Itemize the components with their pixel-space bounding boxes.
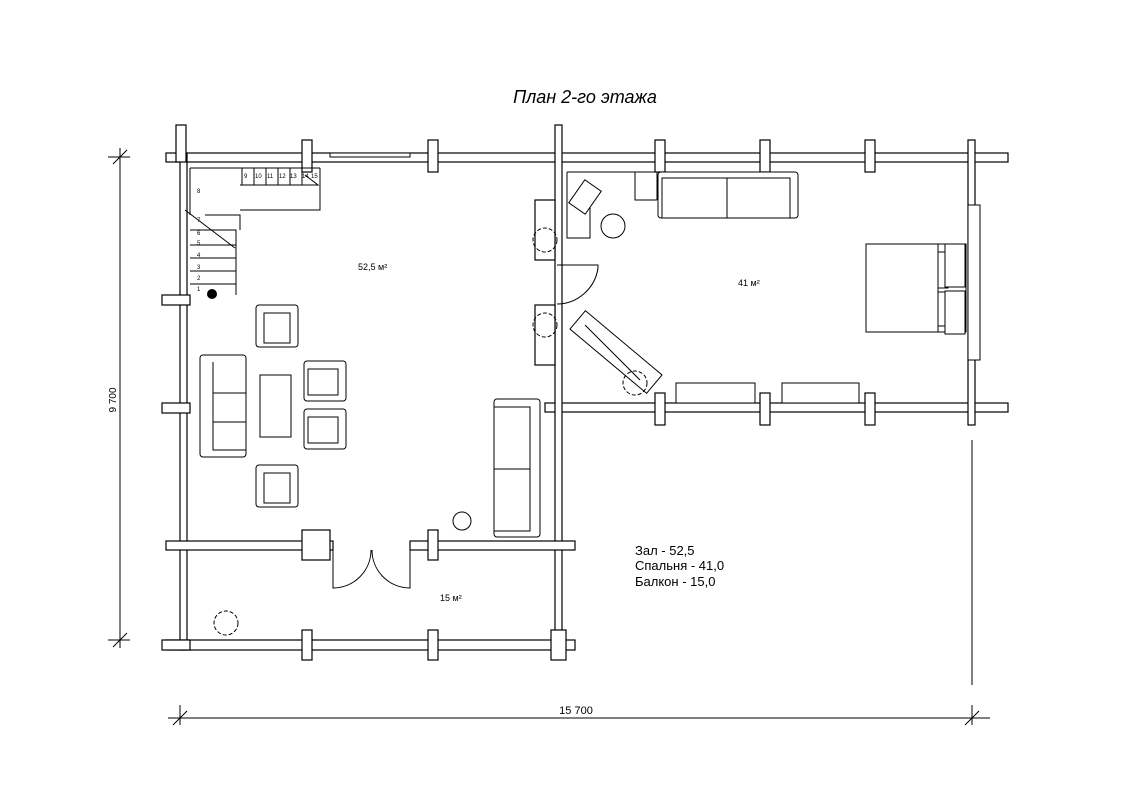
step-label: 10	[255, 174, 262, 180]
furniture	[199, 171, 967, 636]
dimension-lines: 9 700 15 700	[108, 148, 990, 726]
step-label: 5	[197, 241, 201, 247]
step-label: 15	[311, 174, 318, 180]
step-label: 6	[197, 231, 201, 237]
step-label: 1	[197, 287, 201, 293]
step-label: 11	[267, 174, 274, 180]
plan-title: План 2-го этажа	[513, 87, 657, 107]
step-label: 7	[197, 218, 201, 224]
legend-item: Зал - 52,5	[635, 543, 695, 558]
doors	[332, 264, 599, 589]
step-label: 9	[244, 174, 248, 180]
step-label: 13	[290, 174, 297, 180]
legend-item: Спальня - 41,0	[635, 558, 724, 573]
step-label: 3	[197, 265, 201, 271]
step-label: 2	[197, 276, 201, 282]
walls	[161, 124, 1009, 661]
hall-area-label: 52,5 м²	[358, 262, 387, 272]
bedroom-area-label: 41 м²	[738, 278, 760, 288]
height-dimension: 9 700	[108, 387, 119, 412]
balcony-area-label: 15 м²	[440, 593, 462, 603]
area-legend: Зал - 52,5 Спальня - 41,0 Балкон - 15,0	[635, 543, 724, 589]
step-label: 8	[197, 189, 201, 195]
step-label: 12	[279, 174, 286, 180]
step-label: 4	[197, 253, 201, 259]
staircase: 1 2 3 4 5 6 7 8 9 10 11 12 13 14 15	[184, 167, 321, 299]
width-dimension: 15 700	[559, 705, 593, 717]
legend-item: Балкон - 15,0	[635, 574, 715, 589]
step-label: 14	[302, 174, 309, 180]
